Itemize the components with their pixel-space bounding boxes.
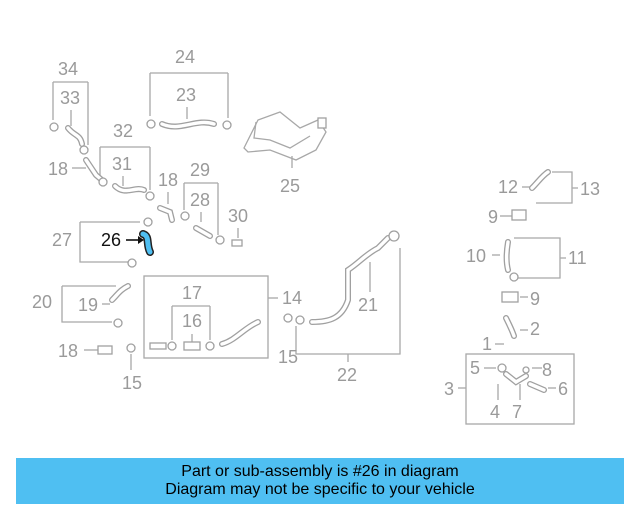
callout-16: 16 [182, 311, 202, 331]
callout-10: 10 [466, 246, 486, 266]
callout-26: 26 [101, 230, 121, 250]
callout-group-32: 32 31 18 [48, 121, 155, 201]
callout-9-b: 9 [530, 289, 540, 309]
banner-line-1: Part or sub-assembly is #26 in diagram [181, 463, 459, 480]
callout-5: 5 [470, 358, 480, 378]
callout-19: 19 [78, 295, 98, 315]
callout-group-3: 3 5 8 4 7 6 [444, 353, 575, 425]
callout-13: 13 [580, 179, 600, 199]
callout-15-a: 15 [122, 373, 142, 393]
callout-18-a: 18 [48, 159, 68, 179]
callout-28: 28 [190, 190, 210, 210]
callout-1: 1 [482, 334, 492, 354]
callout-group-24: 24 23 [146, 47, 232, 130]
callout-8: 8 [542, 360, 552, 380]
callout-group-20: 20 19 [32, 283, 131, 328]
callout-33: 33 [60, 88, 80, 108]
callout-20: 20 [32, 292, 52, 312]
callout-21: 21 [358, 295, 378, 315]
callout-group-27: 27 26 [52, 217, 154, 268]
parts-diagram: 34 33 32 31 18 24 23 25 [32, 47, 600, 425]
callout-group-25: 25 [243, 111, 327, 196]
callout-12: 12 [498, 177, 518, 197]
callout-25: 25 [280, 176, 300, 196]
callout-4: 4 [490, 402, 500, 422]
callout-15-b: 15 [278, 347, 298, 367]
callout-group-22: 21 15 22 [278, 230, 401, 385]
callout-32: 32 [113, 121, 133, 141]
callout-11: 11 [568, 248, 587, 268]
callout-group-18-c: 18 15 [58, 341, 142, 393]
callout-9-a: 9 [488, 207, 498, 227]
callout-18-b: 18 [158, 170, 178, 190]
callout-2: 2 [530, 319, 540, 339]
callout-3: 3 [444, 379, 454, 399]
callout-27: 27 [52, 230, 72, 250]
callout-31: 31 [112, 154, 132, 174]
callout-group-13: 12 13 9 10 11 [466, 169, 600, 282]
callout-7: 7 [512, 402, 522, 422]
callout-17: 17 [182, 283, 202, 303]
callout-14: 14 [282, 288, 302, 308]
callout-24: 24 [175, 47, 195, 67]
callout-group-14: 14 17 16 [143, 275, 302, 359]
callout-22: 22 [337, 365, 357, 385]
callout-group-34: 34 33 [49, 59, 89, 155]
callout-6: 6 [558, 379, 568, 399]
callout-group-2: 9 2 1 [482, 289, 540, 354]
callout-29: 29 [190, 160, 210, 180]
info-banner: Part or sub-assembly is #26 in diagram D… [16, 458, 624, 504]
callout-23: 23 [176, 85, 196, 105]
callout-18-c: 18 [58, 341, 78, 361]
banner-line-2: Diagram may not be specific to your vehi… [165, 481, 475, 498]
callout-30: 30 [228, 206, 248, 226]
callout-group-29: 18 29 28 30 [157, 160, 248, 247]
callout-34: 34 [58, 59, 78, 79]
